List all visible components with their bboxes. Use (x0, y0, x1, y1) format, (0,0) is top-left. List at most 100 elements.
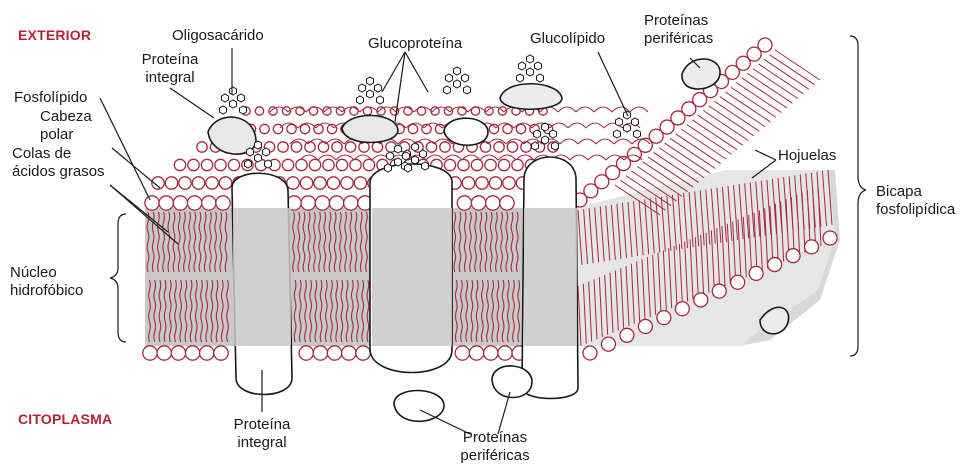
polar-head (315, 196, 329, 210)
surface-arc (614, 139, 632, 144)
sugar-ring (263, 148, 270, 156)
polar-head (309, 159, 320, 170)
sugar-ring (519, 62, 526, 70)
tail (720, 97, 765, 127)
sugar-ring (550, 130, 557, 138)
glycoprotein-right (500, 84, 562, 110)
tail (753, 69, 798, 99)
polar-head (758, 38, 772, 52)
sugar-ring (395, 145, 402, 153)
polar-head (219, 177, 231, 189)
citoplasma-label: CITOPLASMA (18, 410, 112, 428)
sugar-ring (387, 152, 394, 160)
leader-gluco-b (405, 52, 428, 92)
polar-head (174, 159, 185, 170)
sugar-ring (385, 164, 392, 172)
sugar-ring (542, 123, 549, 131)
polar-head (444, 159, 455, 170)
polar-head (494, 142, 504, 152)
tail (681, 129, 726, 159)
tail (769, 55, 814, 85)
tail (687, 124, 732, 154)
polar-head (273, 124, 282, 133)
surface-arc (586, 123, 604, 128)
polar-head (165, 177, 177, 189)
tail (670, 138, 715, 168)
sugar-ring (357, 96, 364, 104)
tail (747, 73, 792, 103)
sugar-ring (632, 118, 639, 126)
polar-head (202, 196, 216, 210)
polar-head (489, 177, 501, 189)
polar-head (638, 319, 652, 333)
polar-head (484, 346, 498, 360)
glycoprotein-dome (342, 115, 398, 142)
polar-head (342, 346, 356, 360)
polar-head (498, 346, 512, 360)
polar-head (185, 346, 199, 360)
sugar-ring (245, 160, 252, 168)
polar-head (768, 258, 782, 272)
proteina-integral-top-label: Proteína integral (130, 51, 210, 87)
sugar-ring (220, 106, 227, 114)
leader-fosfolipido (100, 98, 150, 200)
sugar-ring (412, 156, 419, 164)
tail (736, 83, 781, 113)
polar-head (206, 177, 218, 189)
sugar-ring (614, 130, 621, 138)
polar-head (215, 159, 226, 170)
sugar-ring (230, 100, 237, 108)
fosfolipido-label: Fosfolípido (14, 89, 87, 107)
polar-head (458, 159, 469, 170)
sugar-ring (367, 77, 374, 85)
tail (659, 148, 704, 178)
polar-head (145, 196, 159, 210)
polar-head (313, 346, 327, 360)
oligosacarido-label: Oligosacárido (172, 27, 264, 45)
polar-head (476, 177, 488, 189)
sugar-ring (395, 158, 402, 166)
polar-head (341, 177, 353, 189)
polar-head (675, 302, 689, 316)
sugar-ring (403, 152, 410, 160)
sugar-ring (405, 164, 412, 172)
polar-head (300, 177, 312, 189)
sugar-ring (367, 90, 374, 98)
surface-arc (336, 155, 354, 160)
peripheral-protein-bottom-right (492, 366, 532, 398)
polar-head (601, 337, 615, 351)
polar-head (498, 159, 509, 170)
protein-right-core (524, 208, 577, 346)
sugar-ring (537, 74, 544, 82)
polar-head (291, 142, 301, 152)
surface-arc (630, 107, 648, 112)
tail (764, 59, 809, 89)
hojuelas-label: Hojuelas (778, 147, 836, 165)
tail (654, 152, 699, 182)
polar-head (500, 196, 514, 210)
tail (692, 120, 737, 150)
sugar-ring (534, 130, 541, 138)
surface-arc (444, 155, 462, 160)
polar-head (657, 311, 671, 325)
polar-head (187, 196, 201, 210)
polar-head (329, 196, 343, 210)
brace-bicapa (850, 36, 866, 356)
tail (714, 101, 759, 131)
sugar-ring (255, 141, 262, 149)
leader-proteina-top (170, 88, 214, 118)
polar-head (471, 196, 485, 210)
tail (709, 106, 754, 136)
leader-hojuelas-a (755, 150, 776, 160)
polar-head (216, 196, 230, 210)
polar-head (197, 142, 207, 152)
polar-head (471, 159, 482, 170)
tail (731, 87, 776, 117)
polar-head (583, 346, 597, 360)
polar-head (344, 196, 358, 210)
perifericas-top-label: Proteínas periféricas (644, 12, 713, 48)
sugar-ring (535, 62, 542, 70)
sugar-ring (265, 160, 272, 168)
polar-head (327, 346, 341, 360)
